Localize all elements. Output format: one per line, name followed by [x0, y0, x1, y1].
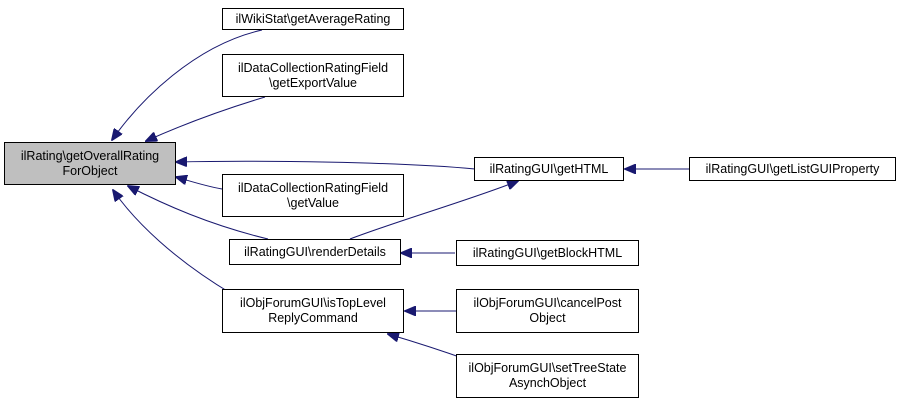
node-objforumgui-istoplevelreplycommand[interactable]: ilObjForumGUI\isTopLevel ReplyCommand — [222, 289, 404, 333]
node-datacollection-getvalue[interactable]: ilDataCollectionRatingField \getValue — [222, 174, 404, 217]
node-label-line2: \getExportValue — [268, 75, 358, 90]
node-ratinggui-gethtml[interactable]: ilRatingGUI\getHTML — [474, 157, 624, 181]
node-label-line1: ilRating\getOverallRating — [20, 148, 160, 163]
node-label-line1: ilRatingGUI\getListGUIProperty — [705, 161, 880, 176]
edge-forumtoplevel-to-root — [113, 190, 233, 295]
node-datacollection-getexportvalue[interactable]: ilDataCollectionRatingField \getExportVa… — [222, 54, 404, 97]
edge-renderdetails-to-gethtml — [349, 181, 518, 240]
node-label-line1: ilObjForumGUI\isTopLevel — [240, 296, 386, 310]
node-label-line2: Object — [529, 311, 566, 325]
node-label-line1: ilRatingGUI\getBlockHTML — [472, 245, 623, 260]
node-label-line2: ReplyCommand — [268, 311, 358, 325]
node-root-getoverallratingforobject: ilRating\getOverallRating ForObject — [4, 142, 176, 185]
node-label-line1: ilWikiStat\getAverageRating — [235, 11, 391, 26]
node-ratinggui-getlistguiproperty[interactable]: ilRatingGUI\getListGUIProperty — [689, 157, 896, 181]
node-label-line1: ilObjForumGUI\setTreeState — [468, 361, 627, 375]
edge-dcvalue-to-root — [176, 177, 223, 190]
node-label-line1: ilDataCollectionRatingField — [237, 180, 389, 195]
edge-gethtml-to-root — [176, 161, 476, 170]
node-label-line2: AsynchObject — [508, 376, 587, 390]
node-label-line1: ilRatingGUI\getHTML — [489, 161, 609, 176]
node-label-line2: \getValue — [287, 195, 339, 210]
node-objforumgui-cancelpostobject[interactable]: ilObjForumGUI\cancelPost Object — [456, 289, 639, 333]
node-objforumgui-settreestateasynchobject[interactable]: ilObjForumGUI\setTreeState AsynchObject — [456, 354, 639, 398]
node-label-line1: ilObjForumGUI\cancelPost — [473, 296, 622, 310]
edge-wikistat-to-root — [112, 29, 263, 140]
node-label-line2: ForObject — [62, 163, 118, 178]
edge-dcexport-to-root — [146, 96, 266, 141]
node-ratinggui-renderdetails[interactable]: ilRatingGUI\renderDetails — [229, 239, 401, 265]
node-ratinggui-getblockhtml[interactable]: ilRatingGUI\getBlockHTML — [456, 240, 639, 266]
node-label-line1: ilRatingGUI\renderDetails — [244, 244, 386, 259]
node-wikistat-getaveragerating[interactable]: ilWikiStat\getAverageRating — [222, 8, 404, 30]
edge-renderdetails-to-root — [128, 186, 269, 240]
node-label-line1: ilDataCollectionRatingField — [237, 60, 389, 75]
